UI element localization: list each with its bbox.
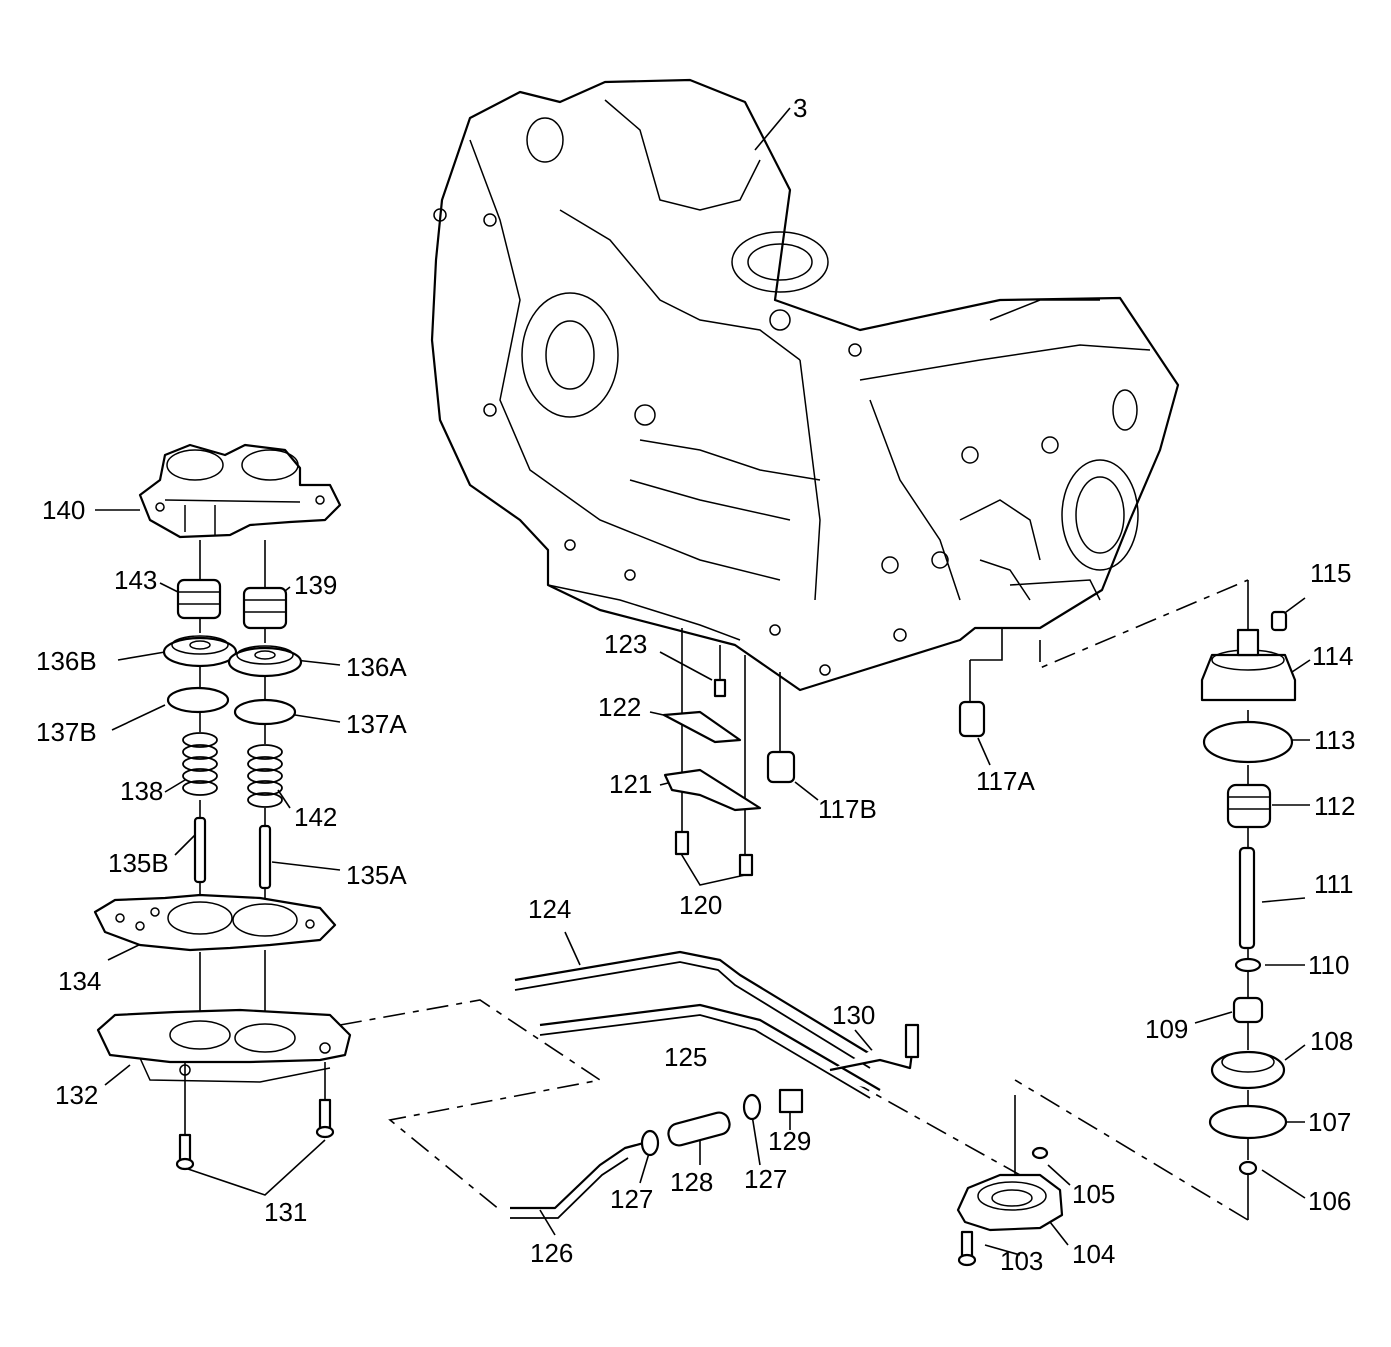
- callout-107: 107: [1308, 1107, 1351, 1137]
- plug-117a: [958, 700, 986, 738]
- seal-ring-113: [1202, 720, 1294, 764]
- callout-117b: 117B: [818, 794, 877, 824]
- bracket-122: [662, 710, 742, 744]
- transmission-case: [430, 78, 1180, 692]
- callout-131: 131: [264, 1197, 307, 1227]
- callout-128: 128: [670, 1167, 713, 1197]
- callout-142: 142: [294, 802, 337, 832]
- callout-114: 114: [1312, 641, 1353, 671]
- tube-126: [510, 1138, 656, 1219]
- pin-135b: [193, 816, 207, 884]
- pin-135a: [258, 824, 272, 890]
- servo-cover-104: [956, 1173, 1064, 1232]
- callout-127-right: 127: [744, 1164, 787, 1194]
- seal-ring-107: [1208, 1104, 1288, 1140]
- piston-114: [1200, 628, 1297, 702]
- piston-108: [1210, 1050, 1286, 1090]
- callout-103: 103: [1000, 1246, 1043, 1276]
- bolt-123: [713, 678, 727, 698]
- callout-120: 120: [679, 890, 722, 920]
- callout-112: 112: [1314, 791, 1355, 821]
- callout-138: 138: [120, 776, 163, 806]
- callout-125: 125: [664, 1042, 707, 1072]
- callout-124: 124: [528, 894, 571, 924]
- callout-115: 115: [1310, 558, 1351, 588]
- clip-127-right: [742, 1093, 762, 1121]
- callout-106: 106: [1308, 1186, 1351, 1216]
- piston-143: [176, 578, 222, 620]
- clip-110: [1234, 957, 1262, 973]
- callout-143: 143: [114, 565, 157, 595]
- seal-ring-137b: [166, 686, 230, 714]
- gasket-134: [93, 893, 337, 952]
- fitting-128: [667, 1111, 731, 1147]
- cover-plate-132: [96, 1008, 352, 1083]
- callout-135b: 135B: [108, 848, 169, 878]
- spring-138: [182, 732, 218, 796]
- callout-132: 132: [55, 1080, 98, 1110]
- callout-110: 110: [1308, 950, 1349, 980]
- tube-130: [829, 1023, 920, 1072]
- seal-ring-137a: [233, 698, 297, 726]
- spring-142: [247, 744, 283, 808]
- callout-117a: 117A: [976, 766, 1035, 796]
- callout-130: 130: [832, 1000, 875, 1030]
- pin-115: [1270, 610, 1288, 632]
- spring-109: [1232, 996, 1264, 1024]
- clip-127-left: [640, 1129, 660, 1157]
- bolt-120-left: [674, 830, 690, 856]
- bracket-121: [663, 768, 762, 812]
- pin-111: [1238, 846, 1256, 950]
- callout-137b: 137B: [36, 717, 97, 747]
- callout-134: 134: [58, 966, 101, 996]
- callout-127-left: 127: [610, 1184, 653, 1214]
- bolt-131-left: [175, 1133, 195, 1171]
- piston-136b: [162, 635, 238, 668]
- callout-121: 121: [609, 769, 652, 799]
- callout-104: 104: [1072, 1239, 1115, 1269]
- callout-105: 105: [1072, 1179, 1115, 1209]
- bracket-129: [778, 1088, 804, 1114]
- bolt-131-right: [315, 1098, 335, 1139]
- callout-labels: 3 140 143 139 136B 136A 137B 137A 138 14…: [36, 93, 1355, 1276]
- callout-136b: 136B: [36, 646, 97, 676]
- callout-122: 122: [598, 692, 641, 722]
- callout-126: 126: [530, 1238, 573, 1268]
- callout-111: 111: [1314, 869, 1354, 899]
- piston-139: [242, 586, 288, 630]
- callout-135a: 135A: [346, 860, 407, 890]
- leader-lines: [95, 107, 1311, 1256]
- tube-125: [539, 1003, 881, 1099]
- clip-105: [1031, 1146, 1049, 1160]
- callout-3: 3: [793, 93, 807, 123]
- callout-123: 123: [604, 629, 647, 659]
- bolt-103: [957, 1230, 977, 1267]
- callout-139: 139: [294, 570, 337, 600]
- callout-137a: 137A: [346, 709, 407, 739]
- callout-109: 109: [1145, 1014, 1188, 1044]
- plug-117b: [766, 750, 796, 784]
- callout-108: 108: [1310, 1026, 1353, 1056]
- spring-112: [1226, 783, 1272, 829]
- callout-140: 140: [42, 495, 85, 525]
- clip-106: [1238, 1160, 1258, 1176]
- bolt-120-right: [738, 853, 754, 877]
- callout-113: 113: [1314, 725, 1355, 755]
- callout-136a: 136A: [346, 652, 407, 682]
- piston-136a: [227, 645, 303, 678]
- callout-129: 129: [768, 1126, 811, 1156]
- servo-cover-140: [138, 443, 342, 539]
